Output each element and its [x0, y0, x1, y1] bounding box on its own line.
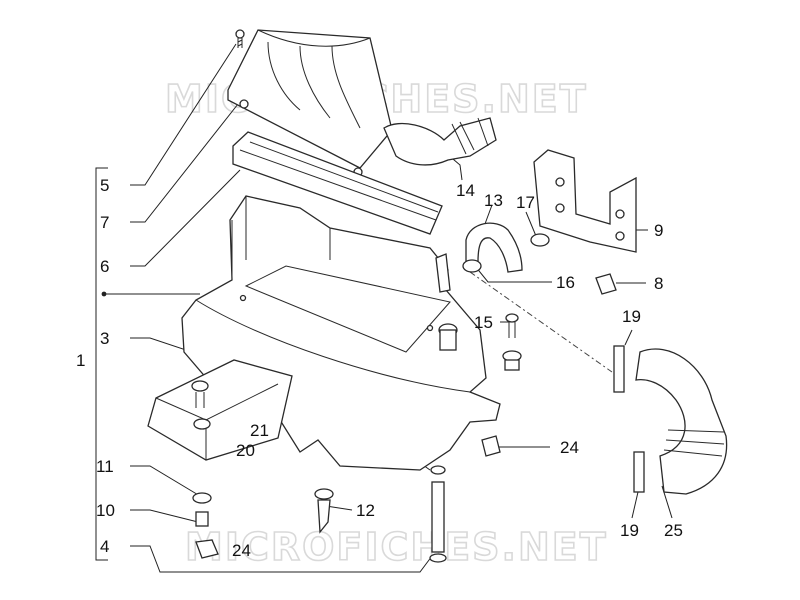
callout-4: 4 [100, 537, 109, 556]
drain-box-3-part [147, 359, 293, 461]
screw-5-part [235, 29, 245, 48]
callout-13: 13 [484, 191, 503, 210]
intake-duct-25-part [613, 345, 728, 495]
filter-element-6-part [232, 131, 443, 235]
clip-24-right-part [481, 435, 501, 457]
grommet-12-part [314, 488, 334, 534]
drain-tube-4-part [429, 465, 447, 563]
callout-25: 25 [664, 521, 683, 540]
callout-11: 11 [96, 457, 114, 476]
callout-20: 20 [236, 441, 255, 460]
callout-10: 10 [96, 501, 115, 520]
watermark-bottom: MICROFICHES.NET [185, 525, 608, 569]
callout-5: 5 [100, 176, 109, 195]
assembly-bracket [95, 167, 108, 561]
callout-6: 6 [100, 257, 109, 276]
fastener-21-20-part [191, 380, 211, 430]
clip-24-bottom-part [195, 539, 219, 559]
callout-7: 7 [100, 213, 109, 232]
callout-21: 21 [250, 421, 269, 440]
grommets-11-10-part [192, 492, 212, 527]
callout-1: 1 [76, 351, 85, 370]
callout-12: 12 [356, 501, 375, 520]
clip-8-part [595, 273, 617, 295]
callout-19-top: 19 [622, 307, 641, 326]
callout-labels: 5 7 6 1 3 11 10 4 14 13 17 9 16 8 15 19 … [76, 176, 683, 560]
screw-15-part [502, 313, 522, 371]
hose-13-clamps-part [462, 222, 550, 273]
callout-16: 16 [556, 273, 575, 292]
callout-3: 3 [100, 329, 109, 348]
callout-14: 14 [456, 181, 475, 200]
callout-24-right: 24 [560, 438, 579, 457]
intake-elbow-14-part [383, 117, 497, 166]
callout-9: 9 [654, 221, 663, 240]
callout-19-bottom: 19 [620, 521, 639, 540]
callout-8: 8 [654, 274, 663, 293]
bracket-9-part [533, 149, 637, 253]
callout-24-bottom: 24 [232, 541, 251, 560]
callout-17: 17 [516, 193, 535, 212]
callout-15: 15 [474, 313, 493, 332]
